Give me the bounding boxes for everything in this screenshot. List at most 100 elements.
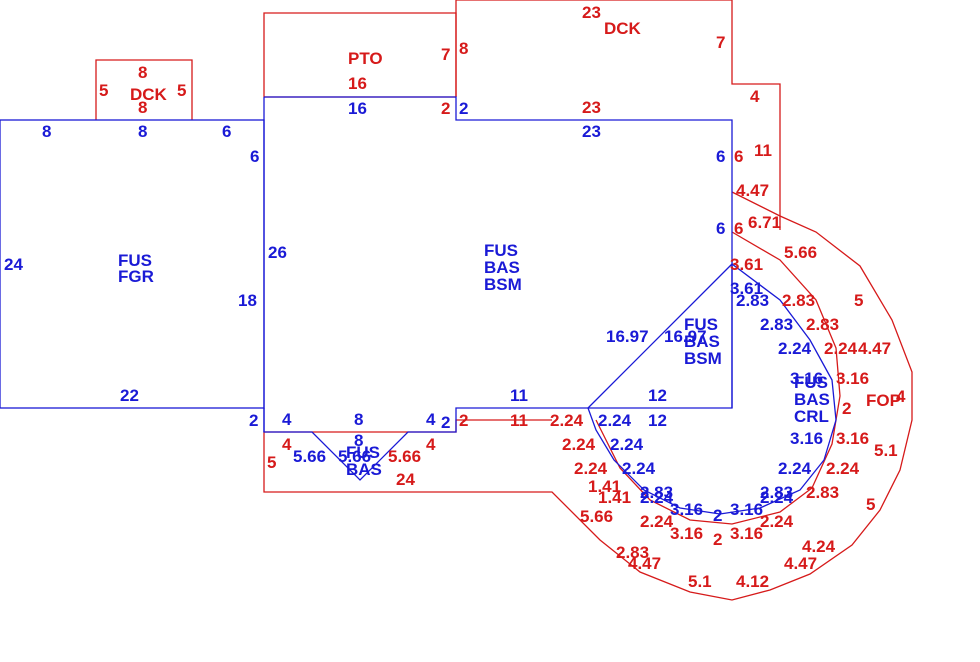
wedge-label-line-3: BSM	[684, 349, 722, 368]
dimension-label: 6	[716, 219, 725, 238]
dimension-label: 2	[441, 99, 450, 118]
dimension-label: 2.83	[760, 483, 793, 502]
dimension-label: 16	[348, 74, 367, 93]
dimension-label: 2	[713, 506, 722, 525]
dimension-label: 2.24	[640, 488, 674, 507]
main-label-line-1: FUS	[484, 241, 518, 260]
dimension-label: 3.16	[670, 500, 703, 519]
dimension-label: 8	[459, 39, 468, 58]
dimension-label: 4	[750, 87, 760, 106]
dimension-label: 6.71	[748, 213, 781, 232]
dimension-label: 2.83	[736, 291, 769, 310]
crl-label-line-2: BAS	[794, 390, 830, 409]
dimension-label: 2.24	[778, 459, 812, 478]
dimension-label: 12	[648, 411, 667, 430]
dimension-label: 3.16	[790, 429, 823, 448]
dimension-label: 2.24	[610, 435, 644, 454]
fgr-label-line-1: FUS	[118, 251, 152, 270]
dimension-label: 2.83	[760, 315, 793, 334]
dck-small-outline	[95, 59, 193, 120]
dimension-label: 11	[510, 386, 528, 405]
dimension-label: 5.1	[688, 572, 712, 591]
dimension-label: 2.24	[622, 459, 656, 478]
dimension-label: 1.41	[598, 488, 631, 507]
dimension-label: 16.97	[606, 327, 649, 346]
dimension-label: 3.61	[730, 279, 763, 298]
dimension-label: 5	[854, 291, 863, 310]
dimension-label: 5	[267, 453, 276, 472]
dimension-label: 11	[754, 141, 772, 160]
dimension-label: 4	[426, 435, 436, 454]
dimension-label: 5.1	[874, 441, 898, 460]
dimension-label: 5.66	[293, 447, 326, 466]
dimension-label: 23	[582, 98, 601, 117]
dimension-label: 5.66	[784, 243, 817, 262]
dimension-label: 2	[459, 99, 468, 118]
wedge-label-line-1: FUS	[684, 315, 718, 334]
dimension-label: 2.24	[778, 339, 812, 358]
dimension-label: 2	[249, 411, 258, 430]
dimension-label: 2.83	[640, 483, 673, 502]
dimension-label: 4	[282, 410, 292, 429]
blue-outlines	[0, 96, 837, 515]
dimension-label: 5.66	[388, 447, 421, 466]
crl-outline	[587, 263, 837, 515]
dimension-label: 3.16	[730, 500, 763, 519]
dimension-label: 5	[99, 81, 108, 100]
dimension-label: 23	[582, 3, 601, 22]
dck-top-label: DCK	[604, 19, 642, 38]
dimension-label: 2	[441, 413, 450, 432]
dimension-label: 2.24	[598, 411, 632, 430]
dimension-label: 26	[268, 243, 287, 262]
dimension-label: 3.16	[670, 524, 703, 543]
dimension-label: 2	[842, 399, 851, 418]
dimension-label: 2.24	[826, 459, 860, 478]
dimension-label: 7	[716, 33, 725, 52]
dimension-label: 4.47	[858, 339, 891, 358]
dimension-label: 7	[441, 45, 450, 64]
dimension-label: 24	[4, 255, 23, 274]
dimension-label: 2.83	[782, 291, 815, 310]
crl-label-line-3: CRL	[794, 407, 829, 426]
dck-small-label: DCK	[130, 85, 168, 104]
dimension-label: 2.83	[806, 315, 839, 334]
pto-label: PTO	[348, 49, 383, 68]
main-label-line-2: BAS	[484, 258, 520, 277]
dimension-label: 2.24	[760, 512, 794, 531]
crl-label-line-1: FUS	[794, 373, 828, 392]
dimension-label: 3.16	[730, 524, 763, 543]
main-label-line-3: BSM	[484, 275, 522, 294]
fgr-label-line-2: FGR	[118, 267, 154, 286]
dimension-label: 3.61	[730, 255, 763, 274]
dimension-label: 5.66	[580, 507, 613, 526]
dimension-label: 11	[510, 411, 528, 430]
red-dimensions: 8 5 5 8 7 16 2 8 23 7 23 4 6 11 4.47 6 6…	[99, 3, 906, 591]
dimension-label: 4.47	[784, 554, 817, 573]
dimension-label: 8	[138, 63, 147, 82]
fop-outline	[263, 191, 913, 601]
dimension-label: 16.97	[664, 327, 707, 346]
dimension-label: 18	[238, 291, 257, 310]
dck-top-outline	[455, 0, 781, 230]
wedge-label-line-2: BAS	[684, 332, 720, 351]
dimension-label: 2.24	[640, 512, 674, 531]
dimension-label: 5	[866, 495, 875, 514]
dimension-label: 22	[120, 386, 139, 405]
dimension-label: 2.83	[806, 483, 839, 502]
dimension-label: 16	[348, 99, 367, 118]
dimension-label: 2.24	[824, 339, 858, 358]
dimension-label: 24	[396, 470, 415, 489]
bay-label-line-2: BAS	[346, 460, 382, 479]
dimension-label: 5	[177, 81, 186, 100]
dimension-label: 6	[734, 219, 743, 238]
dimension-label: 6	[716, 147, 725, 166]
dimension-label: 4	[282, 435, 292, 454]
dimension-label: 2.24	[760, 488, 794, 507]
bay-label-line-1: FUS	[346, 443, 380, 462]
dimension-label: 12	[648, 386, 667, 405]
main-outline	[263, 96, 733, 481]
dimension-label: 3.16	[836, 369, 869, 388]
blue-dimensions: 8 8 6 6 24 26 18 22 2 4 8 4 2 16 2 23 6 …	[4, 99, 823, 525]
dimension-label: 2	[459, 411, 468, 430]
